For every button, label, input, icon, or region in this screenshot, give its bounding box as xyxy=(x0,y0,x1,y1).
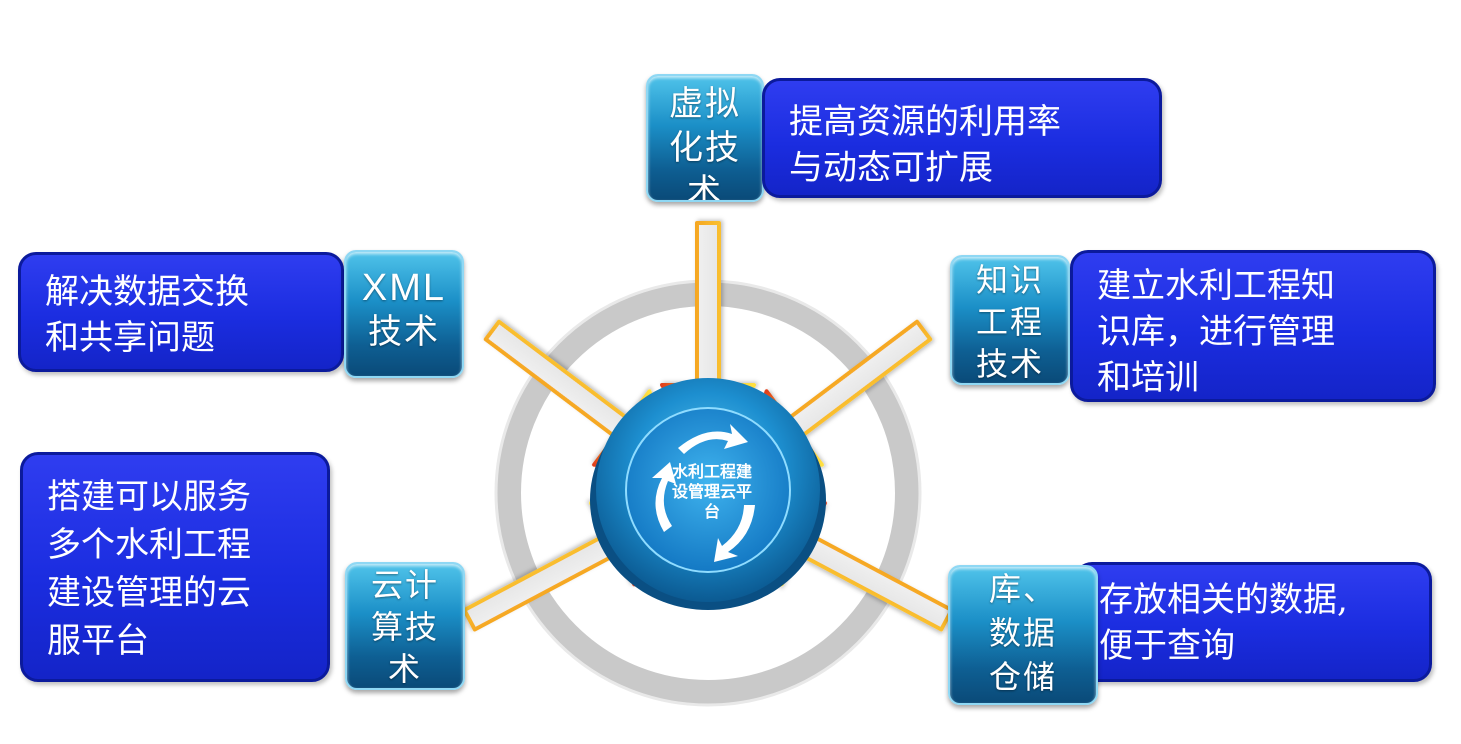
desc-cloud-line: 建设管理的云 xyxy=(47,573,251,613)
tech-cloud: 云计 算技 术 xyxy=(345,562,465,690)
desc-xml-line: 和共享问题 xyxy=(45,318,215,358)
tech-database-line: 技术 xyxy=(950,699,1096,703)
desc-knowledge: 建立水利工程知 识库，进行管理 和培训 xyxy=(1070,250,1436,402)
desc-knowledge-line: 识库，进行管理 xyxy=(1097,312,1335,352)
tech-xml-line: XML xyxy=(361,267,447,309)
desc-cloud-line: 搭建可以服务 xyxy=(47,477,251,517)
tech-database-line: 库、 xyxy=(988,570,1057,608)
tech-virtualization-line: 虚拟 xyxy=(669,84,741,124)
desc-database-line: 存放相关的数据, xyxy=(1099,580,1348,620)
desc-cloud-line: 多个水利工程 xyxy=(47,525,251,565)
hub-disc xyxy=(590,378,826,610)
desc-database: 存放相关的数据, 便于查询 xyxy=(1074,562,1432,682)
tech-xml-line: 技术 xyxy=(368,312,440,352)
desc-cloud-line: 服平台 xyxy=(47,621,149,661)
desc-xml: 解决数据交换 和共享问题 xyxy=(18,252,344,372)
tech-knowledge: 知识 工程 技术 xyxy=(950,255,1070,385)
desc-xml-line: 解决数据交换 xyxy=(45,272,249,312)
desc-virtualization: 提高资源的利用率 与动态可扩展 xyxy=(762,78,1162,198)
desc-virtualization-line: 与动态可扩展 xyxy=(789,148,993,188)
tech-knowledge-line: 技术 xyxy=(975,345,1044,383)
tech-cloud-line: 云计 xyxy=(370,566,439,604)
desc-cloud: 搭建可以服务 多个水利工程 建设管理的云 服平台 xyxy=(20,452,330,682)
desc-database-line: 便于查询 xyxy=(1099,626,1235,666)
tech-knowledge-line: 工程 xyxy=(975,303,1044,341)
desc-knowledge-line: 和培训 xyxy=(1097,358,1199,398)
tech-database: 库、 数据 仓储 技术 xyxy=(948,565,1098,705)
tech-cloud-line: 术 xyxy=(387,650,422,688)
tech-database-line: 仓储 xyxy=(988,658,1057,696)
tech-xml: XML 技术 xyxy=(344,250,464,378)
tech-database-line: 数据 xyxy=(988,614,1057,652)
tech-knowledge-line: 知识 xyxy=(975,261,1044,299)
desc-virtualization-line: 提高资源的利用率 xyxy=(789,102,1061,142)
tech-virtualization-line: 术 xyxy=(687,172,723,202)
tech-virtualization: 虚拟 化技 术 xyxy=(646,74,764,202)
cycle-arrows-icon xyxy=(652,424,755,562)
tech-virtualization-line: 化技 xyxy=(669,128,741,168)
hub-label: 水利工程建 设管理云平 台 xyxy=(671,462,752,521)
desc-knowledge-line: 建立水利工程知 xyxy=(1097,266,1335,306)
tech-cloud-line: 算技 xyxy=(370,608,439,646)
